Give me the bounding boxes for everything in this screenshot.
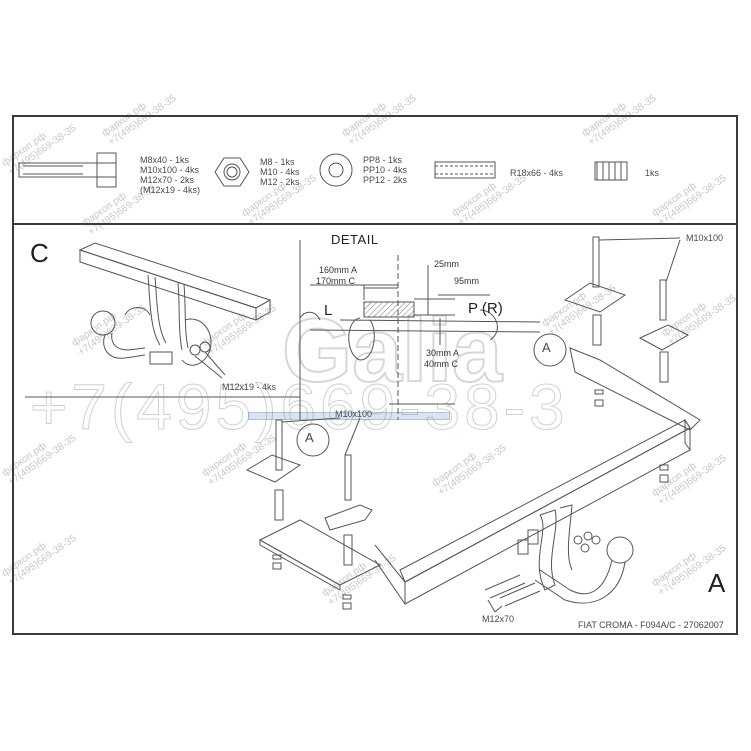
- highlight-band: [248, 412, 450, 420]
- dim-30: 30mm A: [426, 348, 460, 358]
- spacer-tube-icon: [434, 161, 496, 179]
- dim-95: 95mm: [454, 276, 480, 286]
- ball-hitch-drawing: [484, 504, 634, 613]
- dim-40: 40mm C: [424, 359, 459, 369]
- washers-label: PP8 - 1ks PP10 - 4ks PP12 - 2ks: [363, 155, 407, 185]
- washer-line: PP10 - 4ks: [363, 165, 408, 175]
- dim-25: 25mm: [434, 259, 460, 269]
- view-c-drawing: [78, 242, 272, 379]
- view-a-label: A: [708, 568, 726, 598]
- m10x100-callout-top: M10x100: [686, 233, 724, 243]
- m10x100-callout-mid: M10x100: [335, 409, 373, 419]
- detail-title: DETAIL: [331, 232, 379, 247]
- detail-left-label: L: [324, 302, 333, 319]
- bolt-icon: [18, 152, 117, 188]
- callout-a-left: A: [305, 430, 314, 445]
- bolt-line: (M12x19 - 4ks): [140, 185, 201, 195]
- drawing-frame: [12, 115, 738, 635]
- spacer-label: R18x66 - 4ks: [510, 168, 564, 178]
- dim-160: 160mm A: [319, 265, 358, 275]
- nut-line: M12 - 2ks: [260, 177, 300, 187]
- nut-icon: [214, 157, 250, 187]
- c-bolt-label: M12x19 - 4ks: [222, 382, 277, 392]
- socket-label: 1ks: [645, 168, 660, 178]
- callout-a-right: A: [542, 340, 551, 355]
- view-a-bracket-left: [245, 417, 382, 610]
- electrical-socket-icon: [594, 161, 628, 181]
- m12x70-callout: M12x70: [482, 614, 515, 624]
- tow-bar-drawing: [374, 418, 691, 605]
- washer-line: PP8 - 1ks: [363, 155, 403, 165]
- detail-right-label: P (R): [468, 300, 503, 317]
- parts-divider: [12, 223, 738, 225]
- washer-line: PP12 - 2ks: [363, 175, 408, 185]
- bolt-line: M10x100 - 4ks: [140, 165, 200, 175]
- bolts-label: M8x40 - 1ks M10x100 - 4ks M12x70 - 2ks (…: [140, 155, 200, 195]
- nut-line: M8 - 1ks: [260, 157, 295, 167]
- nut-line: M10 - 4ks: [260, 167, 300, 177]
- model-code: FIAT CROMA - F094A/C - 27062007: [578, 620, 724, 630]
- view-c-label: C: [30, 238, 49, 268]
- bolt-line: M8x40 - 1ks: [140, 155, 190, 165]
- view-a-bracket-right: [533, 236, 701, 431]
- washer-icon: [319, 153, 353, 187]
- dim-170: 170mm C: [316, 276, 356, 286]
- phone-watermark-large: +7(495)669-38-3: [30, 371, 569, 444]
- detail-drawing: [299, 240, 541, 420]
- bolt-line: M12x70 - 2ks: [140, 175, 195, 185]
- nuts-label: M8 - 1ks M10 - 4ks M12 - 2ks: [260, 157, 300, 187]
